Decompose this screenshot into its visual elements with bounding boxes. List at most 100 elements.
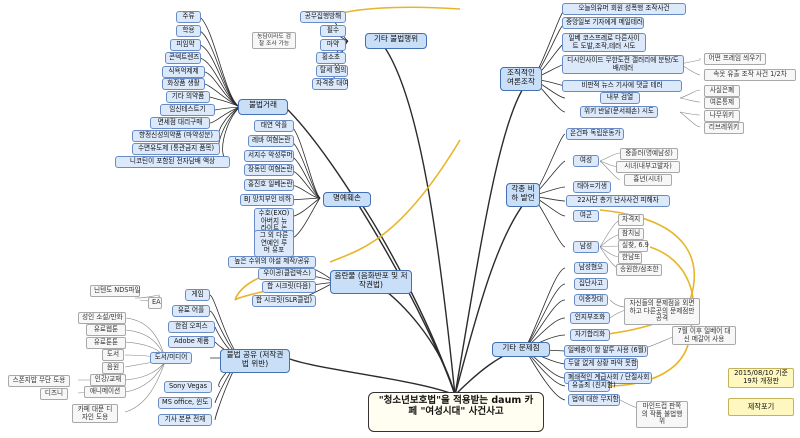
media-note-webtoon: 유료웹툰 — [86, 324, 126, 336]
hate-item-fetus[interactable]: 태아=기생 — [573, 181, 611, 193]
share-note-nintendo: 닌텐도 NDS파일 — [90, 285, 141, 297]
opinion-note-underwear: 속옷 유출 조작 사건 1/2차 — [704, 69, 796, 81]
hub-hate-speech[interactable]: 각종 비하 발언 — [506, 183, 540, 207]
trade-item-cosmetics[interactable]: 화장품 생활 — [162, 78, 205, 90]
female-note-bad-year: 흉년(시녀) — [624, 174, 672, 186]
opinion-note-namuwiki: 나무위키 — [704, 110, 740, 122]
male-note-5: 송원한/삼조한 — [616, 264, 662, 276]
share-item-paid-apps[interactable]: 유료 어플 — [172, 305, 210, 317]
hub-illegal-share[interactable]: 불법 공유 (저작권법 위반) — [220, 349, 290, 373]
share-item-books-media[interactable]: 도서/미디어 — [150, 352, 192, 364]
opinion-item-news[interactable]: 비판적 뉴스 기사에 댓글 테러 — [562, 80, 682, 92]
issue-item-misandry[interactable]: 남성혐오 — [574, 262, 608, 274]
media-sub-disney: 디즈니 — [40, 388, 68, 400]
obscene-item-novels[interactable]: 높은 수위의 야설 제작/공유 — [228, 256, 316, 268]
share-item-sony-vegas[interactable]: Sony Vegas — [164, 381, 212, 393]
illegal-item-drugs[interactable]: 마약 — [320, 39, 346, 51]
defame-item-hongjinho[interactable]: 홍진호 일베논란 — [244, 179, 294, 191]
hub-obscene[interactable]: 음란물 (음화반포 및 저작권법) — [330, 270, 412, 294]
abandoned-stamp: 제작포기 — [728, 398, 794, 416]
trade-item-dutyfree[interactable]: 면세점 대리구매 — [150, 117, 210, 129]
hate-item-men[interactable]: 남성 — [573, 241, 599, 253]
male-note-4: 한남또 — [618, 252, 642, 264]
defame-item-reba[interactable]: 레바 여혐논란 — [248, 135, 294, 147]
defame-item-taeyeon[interactable]: 태연 악플 — [254, 120, 294, 132]
hub-illegal-trade[interactable]: 불법거래 — [238, 99, 288, 115]
hub-opinion[interactable]: 조직적인 여론조작 — [500, 67, 542, 91]
defame-item-jangdongmin[interactable]: 장동민 여혐논란 — [244, 164, 294, 176]
media-note-toon: 유료툰툰 — [86, 337, 126, 349]
illegal-item-required[interactable]: 필수 — [320, 25, 346, 37]
hate-item-women[interactable]: 여성 — [573, 155, 599, 167]
share-item-articles[interactable]: 기사 본문 전재 — [158, 414, 212, 426]
center-title: "청소년보호법"을 적용받는 daum 카페 "여성시대" 사건사고 — [368, 392, 544, 432]
female-note-honorary-male: 중졸러(명예남성) — [620, 148, 678, 160]
media-note-lecture: 인강/교재 — [90, 374, 126, 386]
illegal-item-tax[interactable]: 탈세 혐의 — [316, 65, 348, 77]
opinion-note-librewiki: 리브레위키 — [704, 122, 744, 134]
illegal-item-misc[interactable]: 횡소초 — [316, 52, 346, 64]
obscene-item-daum[interactable]: 합 시크릿(다음) — [262, 281, 316, 293]
hub-defamation[interactable]: 명예훼손 — [323, 192, 371, 207]
obscene-item-slr[interactable]: 합 시크릿(SLR클럽) — [252, 295, 316, 307]
revision-date-note: 2015/08/10 기준 19차 개정판 — [728, 368, 794, 388]
issue-item-ilbe-tone[interactable]: 일베충이 할 말투 사용 (6월) — [564, 345, 648, 357]
trade-item-pregnancy-test[interactable]: 임신테스트기 — [160, 104, 215, 116]
opinion-item-ilbe[interactable]: 일베 코스프레로 다른사이트 도발,조작,테러 시도 — [562, 33, 646, 53]
issue-item-legal-ignorance[interactable]: 법에 대한 무지함 — [568, 394, 620, 406]
hub-other-illegal[interactable]: 기타 불법행위 — [365, 33, 427, 49]
hate-item-activists[interactable]: 온건파 독립운동가 — [566, 128, 624, 140]
issue-item-rationalization[interactable]: 자기합리화 — [570, 329, 610, 341]
opinion-item-censorship[interactable]: 내부 검열 — [600, 92, 640, 104]
issue-item-leak[interactable]: 유출죄 (친지함) — [568, 380, 616, 392]
trade-item-psychotropic[interactable]: 향정신성의약품 (마약성분) — [132, 130, 220, 142]
trade-item-liquor[interactable]: 주류 — [176, 11, 201, 23]
opinion-note-frame: 어떤 프레임 씌우기 — [704, 53, 766, 65]
female-note-whistleblower: 시녀(내부고발자) — [616, 161, 680, 173]
hate-item-female-soldiers[interactable]: 여군 — [573, 210, 599, 222]
issue-note-megal: 7월 이후 일베어 대신 메갈어 사용 — [672, 326, 736, 346]
trade-item-diet-pills[interactable]: 식욕억제제 — [162, 66, 205, 78]
share-note-ea: EA — [148, 297, 162, 309]
trade-item-nicotine-liquid[interactable]: 니코틴이 포함된 전자담배 액상 — [115, 156, 230, 168]
share-item-hancom[interactable]: 한컴 오피스 — [168, 321, 215, 333]
media-note-cafe-design: 카페 대문 디자인 도용 — [72, 404, 118, 424]
illegal-item-license[interactable]: 자격증 대여 — [312, 78, 348, 90]
issue-item-groupthink[interactable]: 집단사고 — [574, 278, 608, 290]
media-note-adult: 성인 소설/만화 — [78, 312, 126, 324]
trade-item-stationery[interactable]: 학용 — [176, 25, 201, 37]
opinion-item-dcinside[interactable]: 디시인사이드 무한도전 갤러리에 분탕/도배/테러 — [562, 55, 684, 75]
opinion-item-joongang[interactable]: 중앙일보 기자에게 메일테러 — [562, 17, 644, 29]
trade-item-sleeping-pills[interactable]: 수면유도제 (통관금지 품목) — [132, 143, 220, 155]
defame-item-bj[interactable]: BJ 망치부인 비하 — [240, 194, 294, 206]
illegal-item-obstruction[interactable]: 공무집행방해 — [300, 11, 346, 23]
trade-item-contact-lens[interactable]: 콘텍트렌즈 — [165, 52, 201, 64]
share-item-ms-office[interactable]: MS office, 윈도 — [158, 397, 212, 409]
defame-item-seojisu[interactable]: 서지수 악성루머 — [244, 150, 294, 162]
issue-item-double-standard[interactable]: 이중잣대 — [574, 294, 608, 306]
media-sub-spongebob: 스폰지밥 무단 도용 — [8, 375, 70, 387]
hub-other-issues[interactable]: 기타 문제점 — [492, 342, 550, 357]
opinion-note-conceal: 사실은폐 — [704, 85, 740, 97]
defame-item-others[interactable]: 그 외 다른 연예인 루머 유포 — [254, 230, 294, 257]
male-note-1: 자격지 — [618, 214, 644, 226]
male-note-2: 참치님 — [618, 228, 644, 240]
opinion-item-wiki[interactable]: 위키 반달(문서훼손) 시도 — [580, 106, 658, 118]
opinion-note-control: 여론통제 — [704, 97, 740, 109]
media-note-book: 도서 — [102, 349, 124, 361]
obscene-item-clubbox[interactable]: 우이공(클럽박스) — [258, 268, 316, 280]
male-note-3: 실찾, 6.9 — [618, 240, 649, 252]
trade-item-contraceptive[interactable]: 피임약 — [170, 39, 201, 51]
issue-note-mindcup: 마인드컵 판쪽의 작품 불법행위 — [636, 401, 688, 428]
media-note-animation: 애니메이션 — [84, 386, 126, 398]
illegal-note-prosecution: 농담이라도 검찰 조사 가능 — [252, 32, 296, 50]
trade-item-other-medicine[interactable]: 기타 의약품 — [166, 91, 210, 103]
issue-item-situation[interactable]: 두말 없게 상황 파악 못함 — [564, 358, 638, 370]
issue-note-hypocrisy: 자신들의 문제점을 외면하고 다른곳의 문제점만 공격 — [624, 298, 700, 325]
hate-item-22-division[interactable]: 22사단 총기 난사사건 피해자 — [566, 195, 670, 207]
media-note-music: 음원 — [102, 362, 124, 374]
share-item-game[interactable]: 게임 — [185, 289, 210, 301]
issue-item-dissonance[interactable]: 인지부조화 — [570, 312, 610, 324]
opinion-item-ou[interactable]: 오늘의유머 회원 성폭행 조작사건 — [562, 3, 686, 15]
share-item-adobe[interactable]: Adobe 제품 — [168, 336, 215, 348]
